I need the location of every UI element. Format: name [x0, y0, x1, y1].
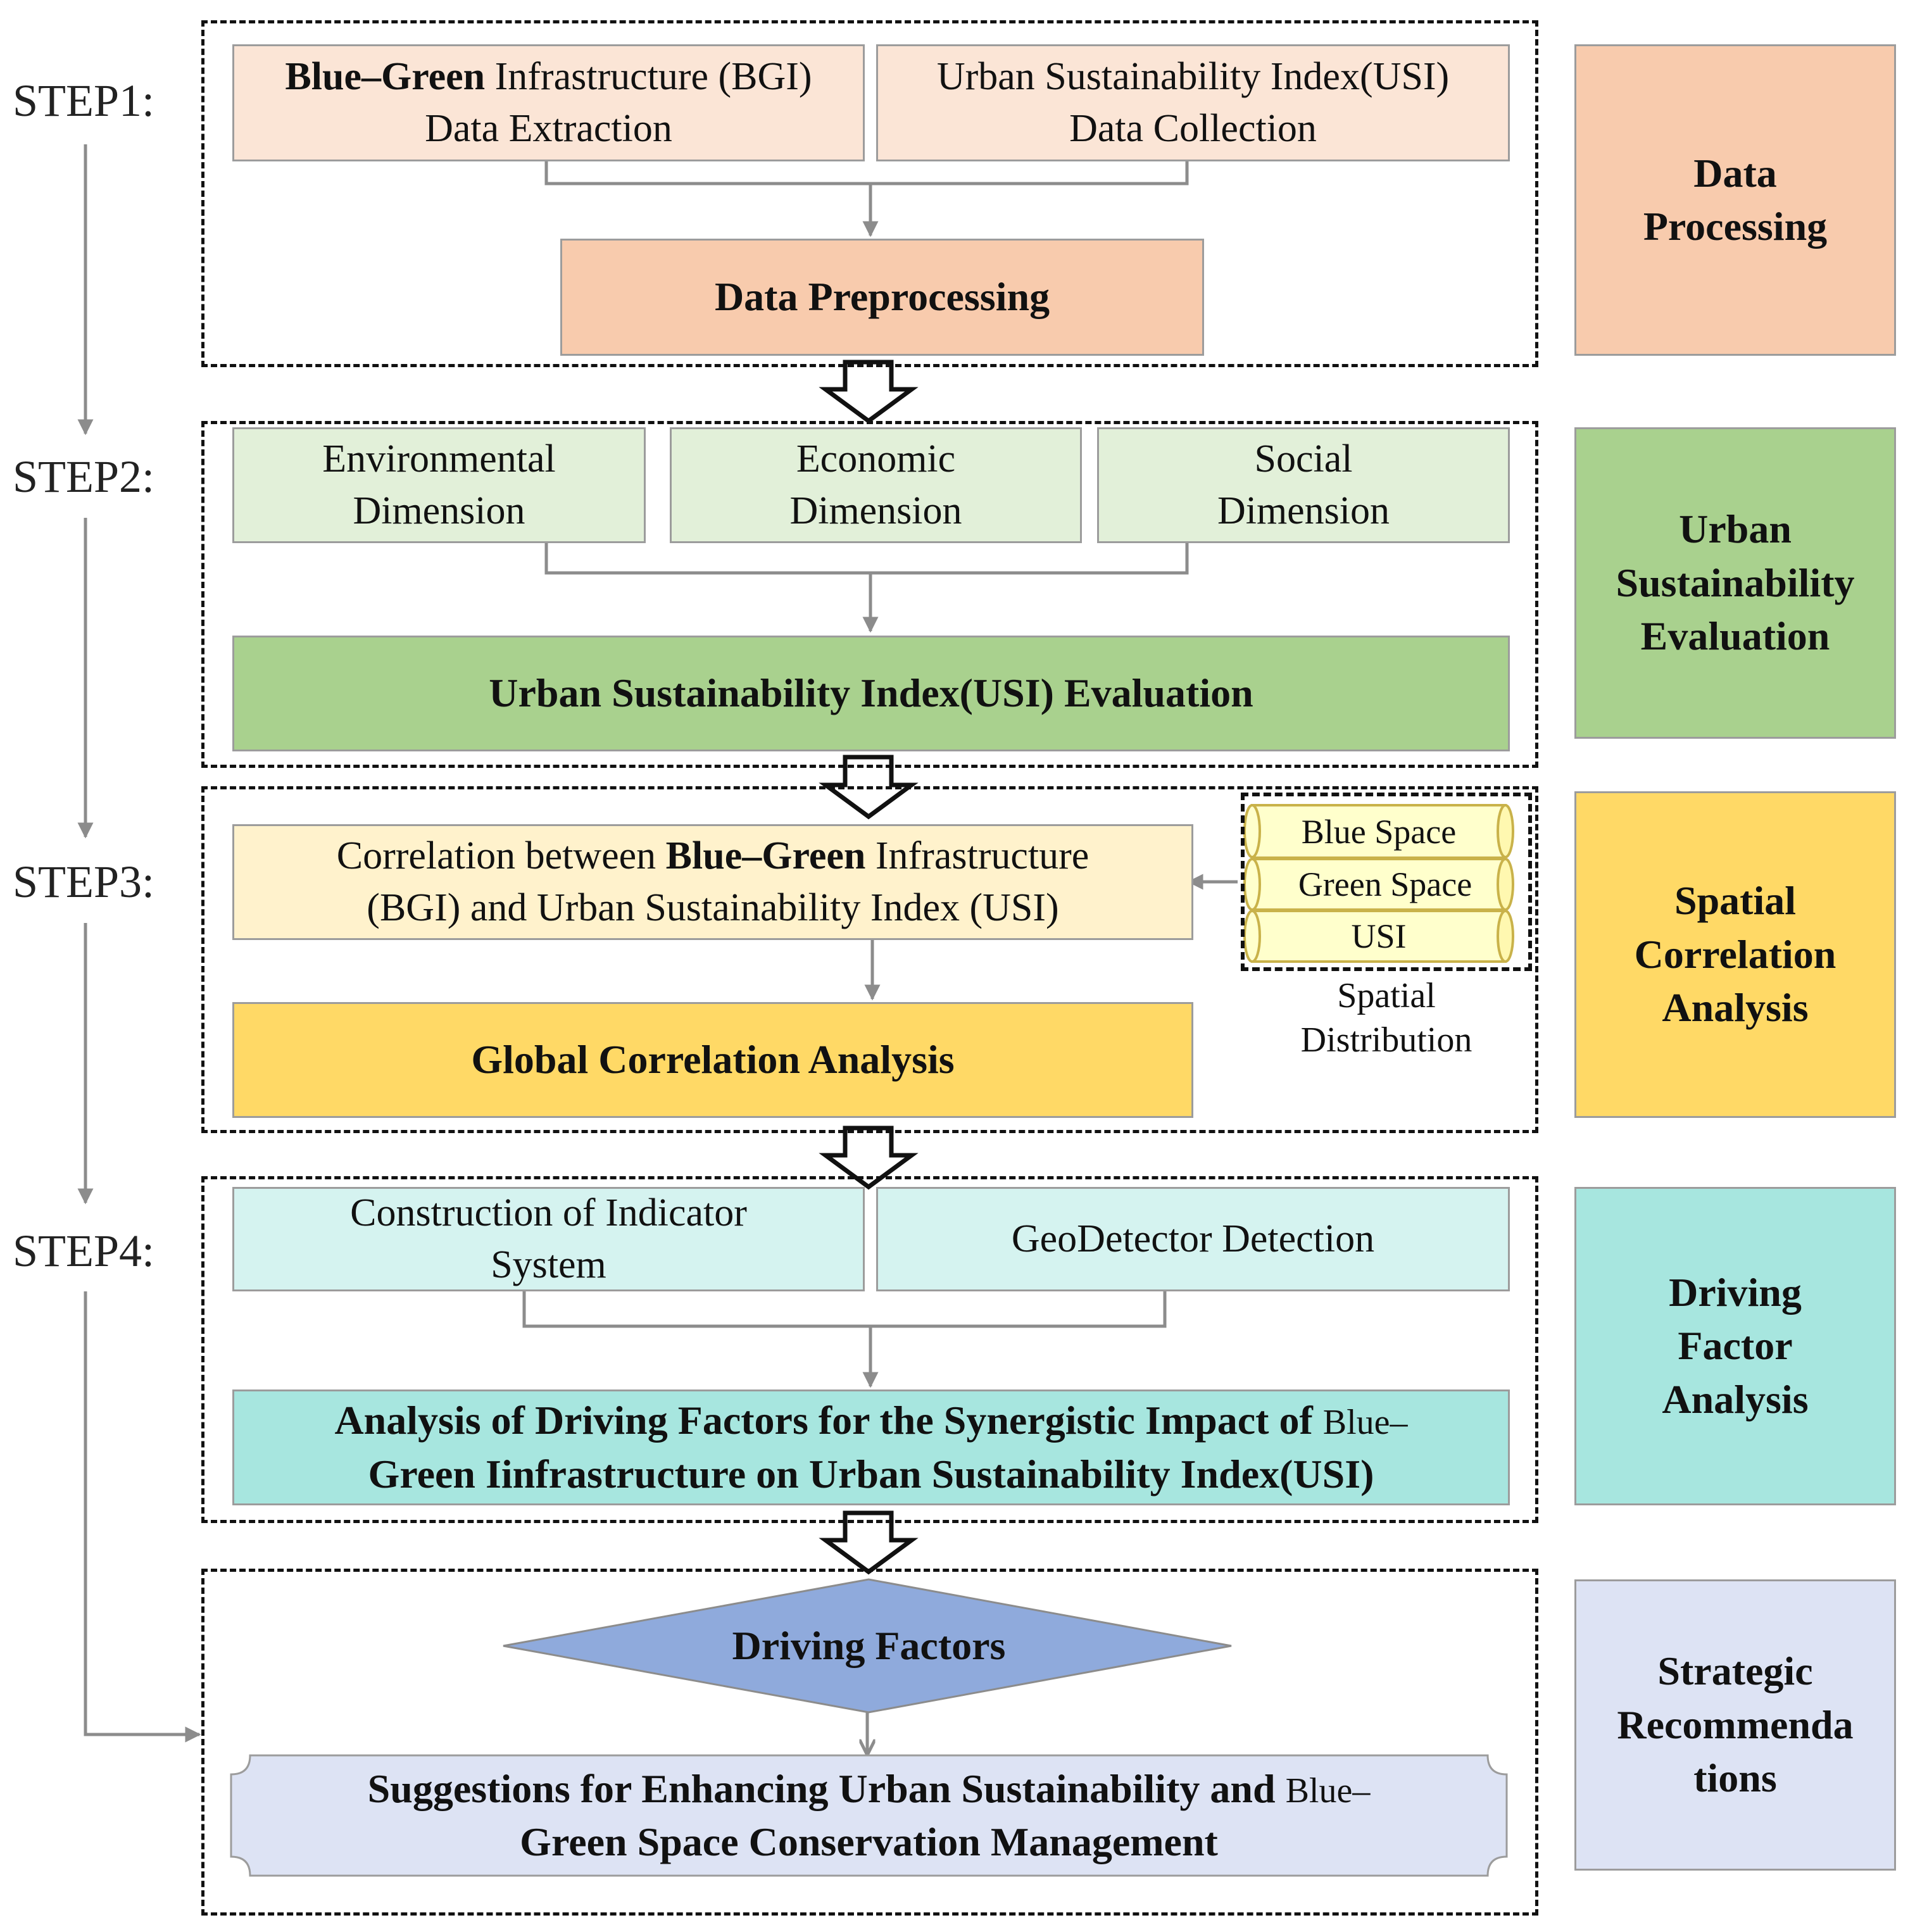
bgi-extraction-line2: Data Extraction [425, 106, 672, 150]
bgi-data-extraction-box: Blue–Green Infrastructure (BGI) Data Ext… [232, 44, 865, 161]
step4-label: STEP4: [13, 1226, 155, 1276]
usi-data-collection-box: Urban Sustainability Index(USI) Data Col… [876, 44, 1510, 161]
step1-label: STEP1: [13, 75, 155, 126]
side-sc-line2: Correlation [1634, 931, 1837, 977]
side-label-spatial-correlation: Spatial Correlation Analysis [1574, 791, 1896, 1118]
social-dimension-box: Social Dimension [1097, 427, 1510, 543]
green-space-layer: Green Space [1298, 865, 1472, 903]
data-preprocessing-box: Data Preprocessing [560, 239, 1204, 356]
usi-collection-line2: Data Collection [1069, 106, 1317, 150]
side-df-line2: Factor [1678, 1323, 1793, 1369]
bgi-usi-correlation-box: Correlation between Blue–Green Infrastru… [232, 824, 1193, 940]
side-label-driving-factor: Driving Factor Analysis [1574, 1187, 1896, 1505]
hollow-arrow-1 [819, 360, 919, 424]
side-label-data-processing: Data Processing [1574, 44, 1896, 356]
global-correlation-box: Global Correlation Analysis [232, 1002, 1193, 1118]
hollow-arrow-4 [819, 1510, 919, 1575]
side-ue-line3: Evaluation [1640, 613, 1830, 659]
usi-collection-line1: Urban Sustainability Index(USI) [936, 54, 1450, 98]
side-dp-line2: Processing [1643, 204, 1828, 249]
stage4-container [201, 1176, 1538, 1523]
spatial-distribution-label: Spatial Distribution [1260, 974, 1513, 1062]
correlation-bold-term: Blue–Green [665, 834, 866, 877]
side-sr-line3: tions [1693, 1755, 1777, 1801]
driving-analysis-tail: Blue– [1322, 1403, 1408, 1443]
side-label-usi-evaluation: Urban Sustainability Evaluation [1574, 427, 1896, 739]
side-df-line1: Driving [1669, 1269, 1802, 1315]
side-ue-line2: Sustainability [1616, 560, 1855, 605]
economic-dimension-box: Economic Dimension [670, 427, 1082, 543]
side-sr-line2: Recommenda [1617, 1702, 1854, 1747]
bgi-bold-term: Blue–Green [285, 54, 486, 98]
economic-line1: Economic [796, 437, 956, 480]
bgi-term-rest: Infrastructure (BGI) [485, 54, 812, 98]
driving-factors-diamond [503, 1578, 1232, 1714]
stage1-container [201, 20, 1538, 367]
step1-merge-connector [544, 161, 1189, 237]
usi-evaluation-box: Urban Sustainability Index(USI) Evaluati… [232, 636, 1510, 751]
suggestions-tail: Blue– [1285, 1771, 1371, 1810]
environmental-dimension-box: Environmental Dimension [232, 427, 646, 543]
suggestions-plaque-shape [230, 1754, 1508, 1877]
side-sc-line1: Spatial [1674, 878, 1797, 924]
correlation-line2: (BGI) and Urban Sustainability Index (US… [367, 886, 1059, 929]
suggestions-line2: Green Space Conservation Management [520, 1819, 1218, 1864]
side-label-strategic-recommendations: Strategic Recommenda tions [1574, 1579, 1896, 1871]
indicator-line2: System [491, 1243, 606, 1286]
step4-merge-connector [522, 1291, 1167, 1388]
stage3-container [201, 786, 1538, 1133]
spatial-layers-frame [1241, 793, 1532, 971]
driving-factors-analysis-box: Analysis of Driving Factors for the Syne… [232, 1389, 1510, 1505]
driving-analysis-line2: Green Iinfrastructure on Urban Sustainab… [368, 1451, 1374, 1496]
side-ue-line1: Urban [1679, 506, 1792, 552]
side-df-line3: Analysis [1662, 1376, 1809, 1422]
environmental-line1: Environmental [322, 437, 556, 480]
side-sr-line1: Strategic [1657, 1648, 1813, 1694]
economic-line2: Dimension [789, 489, 962, 532]
indicator-system-box: Construction of Indicator System [232, 1187, 865, 1291]
stage5-container [201, 1569, 1538, 1916]
social-line1: Social [1254, 437, 1353, 480]
step-flow-arrows [77, 144, 201, 1743]
driving-analysis-line1: Analysis of Driving Factors for the Syne… [334, 1398, 1323, 1443]
stage2-container [201, 421, 1538, 768]
side-dp-line1: Data [1693, 150, 1777, 196]
correlation-post: Infrastructure [865, 834, 1089, 877]
spatial-layers-cylinders [1243, 804, 1514, 963]
step2-label: STEP2: [13, 451, 155, 502]
suggestions-line1: Suggestions for Enhancing Urban Sustaina… [367, 1766, 1286, 1811]
step3-label: STEP3: [13, 856, 155, 907]
indicator-line1: Construction of Indicator [350, 1191, 747, 1234]
geodetector-box: GeoDetector Detection [876, 1187, 1510, 1291]
suggestions-box: Suggestions for Enhancing Urban Sustaina… [231, 1755, 1507, 1876]
spatial-label-line1: Spatial [1337, 976, 1436, 1015]
step3-connectors [864, 874, 1238, 1001]
environmental-line2: Dimension [353, 489, 525, 532]
step2-merge-connector [544, 543, 1189, 633]
driving-factors-label: Driving Factors [732, 1623, 1006, 1668]
blue-space-layer: Blue Space [1301, 812, 1457, 851]
social-line2: Dimension [1217, 489, 1390, 532]
side-sc-line3: Analysis [1662, 985, 1809, 1031]
spatial-label-line2: Distribution [1300, 1020, 1472, 1060]
usi-layer: USI [1351, 917, 1407, 955]
correlation-pre: Correlation between [336, 834, 666, 877]
